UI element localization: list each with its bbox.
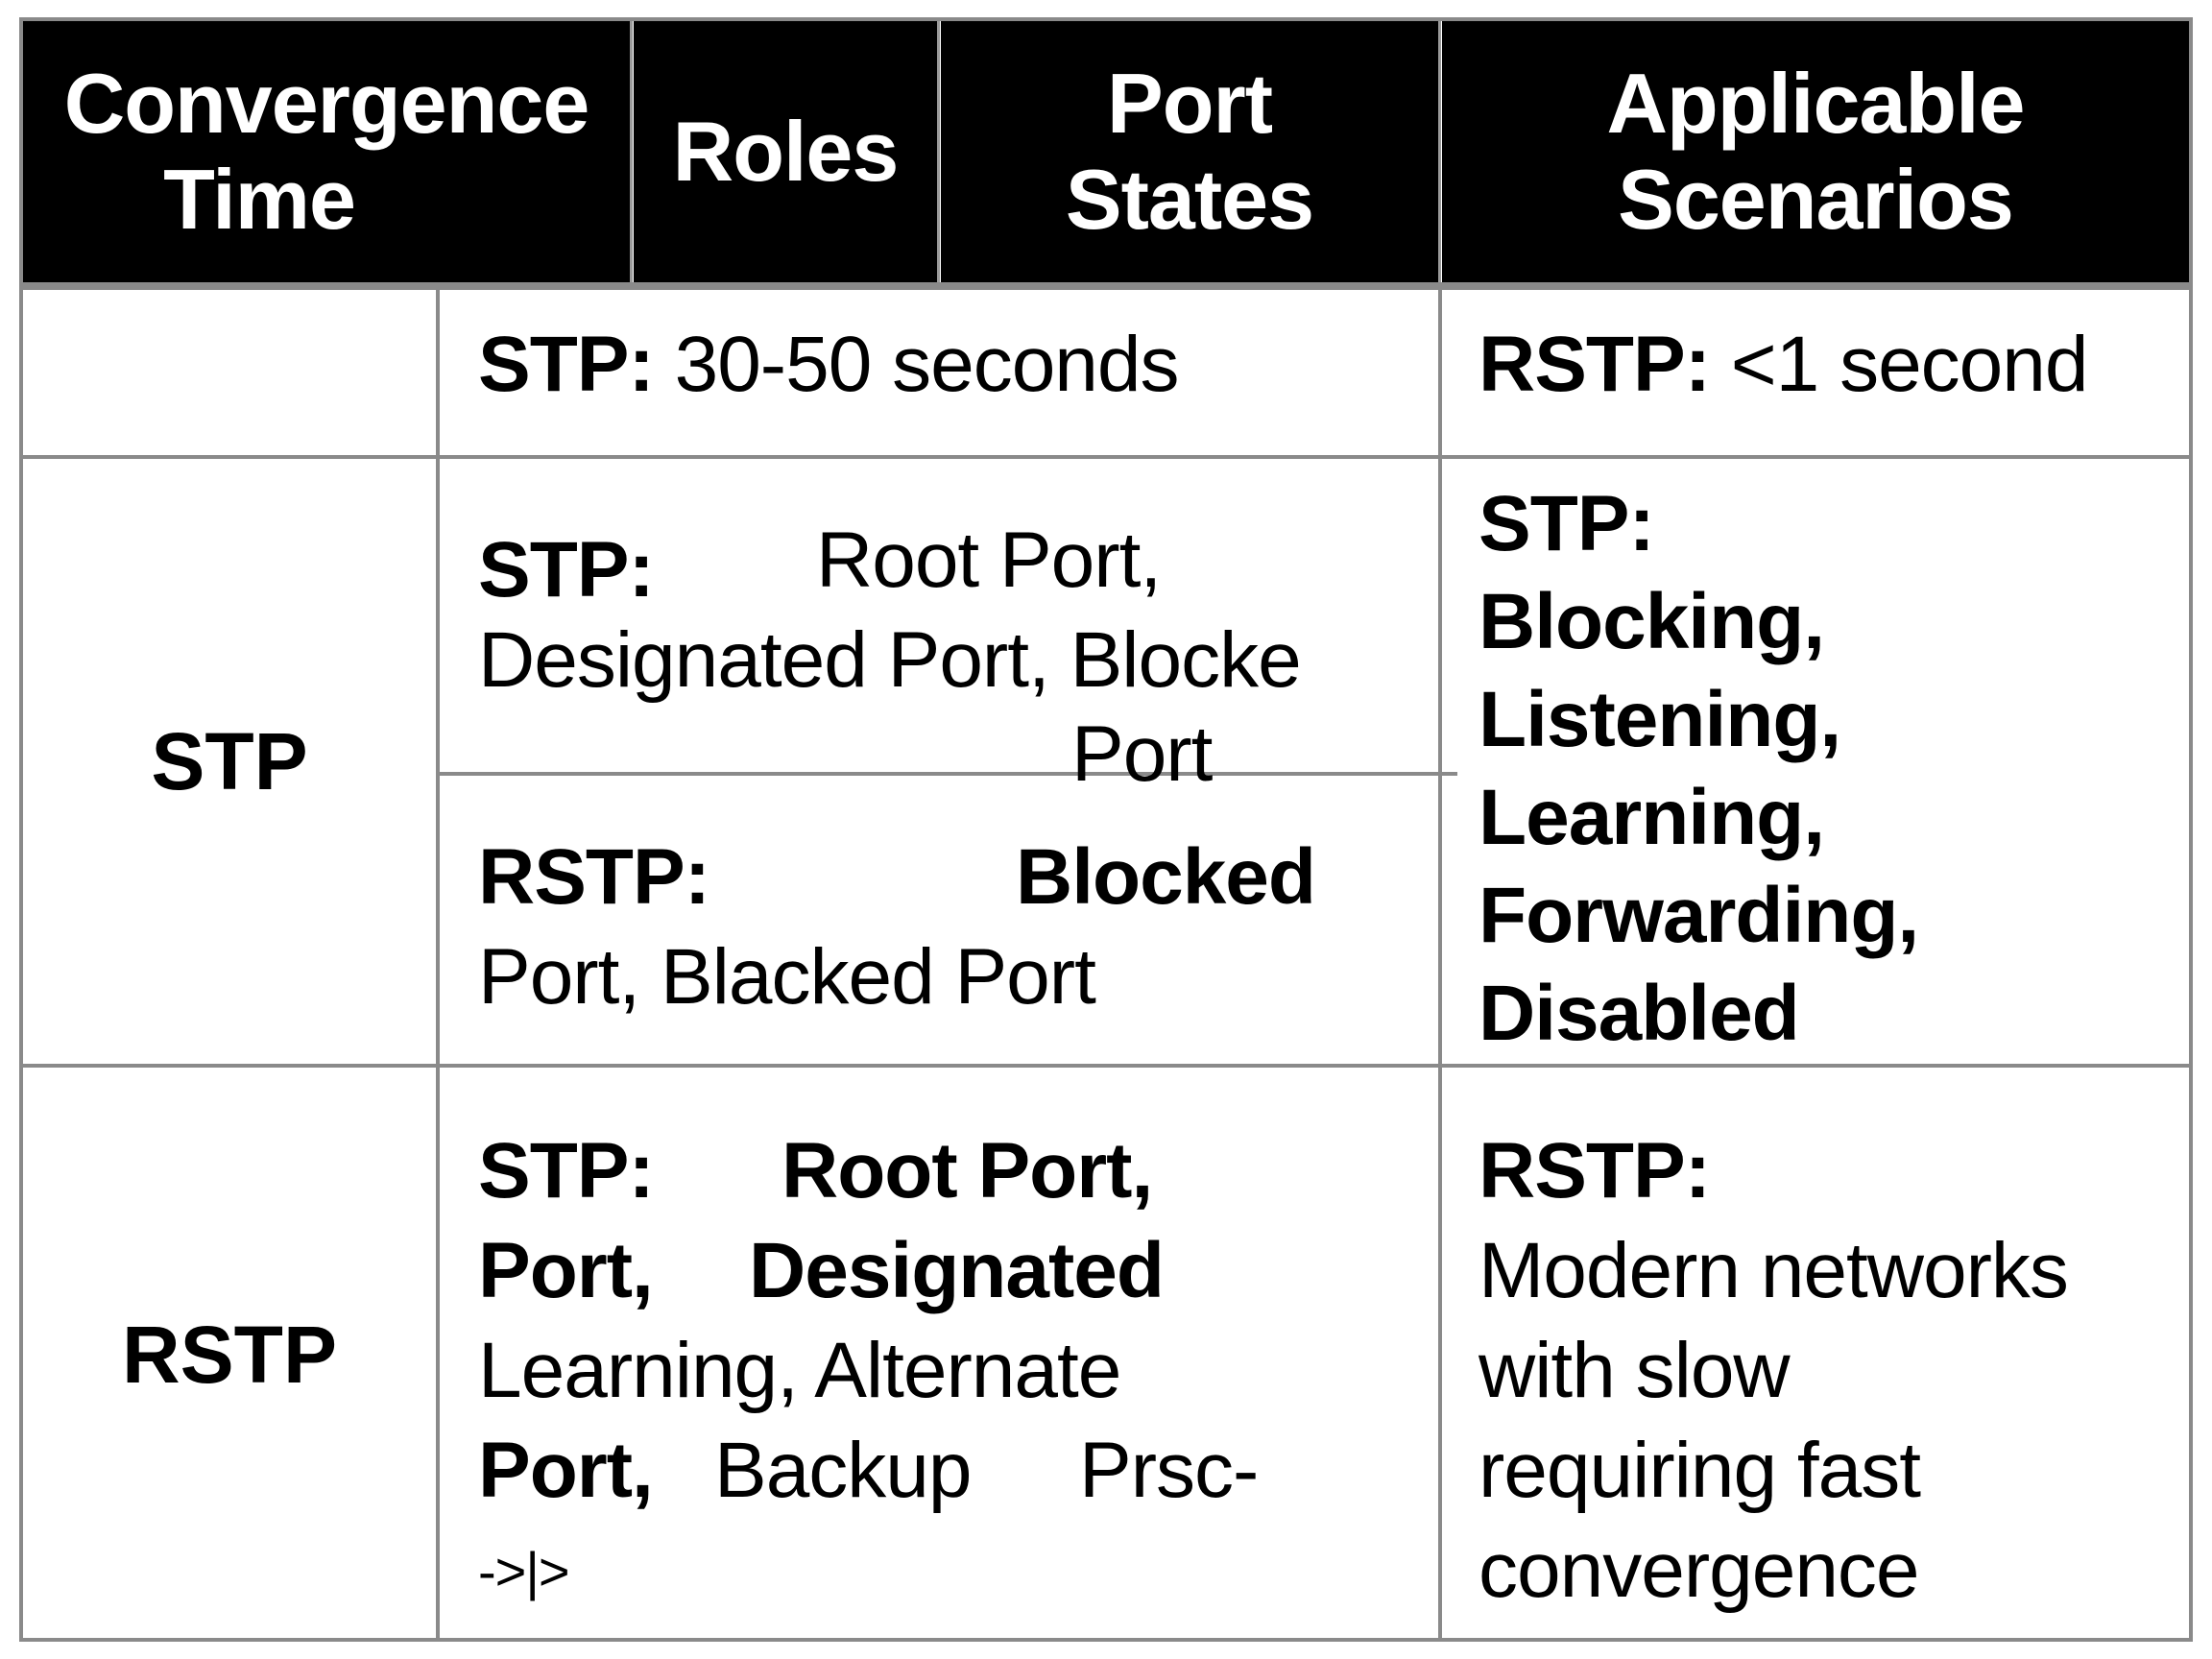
header-separator <box>937 21 940 282</box>
rstp-roles-garbled: Prsc- <box>1079 1427 1259 1514</box>
rstp-roles-bold4: Port, <box>478 1427 654 1514</box>
grid-line <box>23 455 2189 459</box>
header-convergence-time: Convergence Time <box>23 21 630 282</box>
row-label-stp-text: STP <box>151 715 308 806</box>
stp-state-item: Disabled <box>1479 970 1800 1057</box>
stp-states-label: STP: <box>1479 480 1655 567</box>
rstp-roles-bold2b: Designated <box>749 1227 1165 1314</box>
convergence-stp: STP: 30-50 seconds <box>478 315 1180 415</box>
rstp-scen-line: convergence <box>1479 1527 1920 1614</box>
grid-line <box>23 1064 2189 1068</box>
comparison-table: Convergence Time Roles Port States Appli… <box>19 17 2193 1642</box>
stp-roles-line1: Root Port, <box>816 517 1162 604</box>
row-label-rstp: RSTP <box>23 1068 436 1642</box>
row-label-stp: STP <box>23 459 436 1064</box>
stp-state-item: Blocking, <box>1479 578 1825 665</box>
rstp-scen-line: Modern networks <box>1479 1227 2069 1314</box>
header-roles: Roles <box>634 21 937 282</box>
convergence-rstp: RSTP: <1 second <box>1479 315 2088 415</box>
rstp-roles-bold2a: Port, <box>478 1227 654 1314</box>
stp-roles-rstp-line2: Port, Blacked Port <box>478 933 1096 1021</box>
rstp-roles-line4: Backup <box>714 1427 973 1514</box>
header-roles-text: Roles <box>672 104 900 199</box>
convergence-rstp-label: RSTP: <box>1479 321 1711 408</box>
header-port-states-line1: Port <box>1107 56 1273 151</box>
convergence-stp-label: STP: <box>478 321 655 408</box>
rstp-scen-label: RSTP: <box>1479 1127 1711 1214</box>
rstp-scen-line: requiring fast <box>1479 1427 1921 1514</box>
header-separator <box>630 21 633 282</box>
header-separator <box>1438 21 1441 282</box>
grid-line <box>1438 290 1442 1642</box>
stp-state-item: Listening, <box>1479 676 1841 763</box>
stp-roles-line3: Port <box>1071 710 1213 798</box>
rstp-scen-line: with slow <box>1479 1327 1791 1414</box>
rstp-roles-bold1: Root Port, <box>781 1127 1153 1214</box>
stp-roles-rstp-label: RSTP: <box>478 833 710 921</box>
convergence-stp-value: 30-50 seconds <box>674 321 1180 408</box>
grid-line <box>436 290 440 1642</box>
header-applicable-scenarios: Applicable Scenarios <box>1442 21 2189 282</box>
rstp-roles-line5: ->|> <box>478 1541 570 1601</box>
grid-line <box>438 772 1457 776</box>
header-convergence-line1: Convergence <box>63 56 590 151</box>
stp-roles-line2: Designated Port, Blocke <box>478 616 1302 704</box>
stp-state-item: Learning, <box>1479 774 1825 861</box>
header-port-states: Port States <box>941 21 1438 282</box>
stp-state-item: Forwarding, <box>1479 872 1919 959</box>
header-port-states-line2: States <box>1065 152 1314 247</box>
header-scenarios-line2: Scenarios <box>1618 152 2014 247</box>
header-scenarios-line1: Applicable <box>1606 56 2026 151</box>
rstp-roles-line3: Learning, Alternate <box>478 1327 1121 1414</box>
stp-roles-rstp-bold: Blocked <box>1016 833 1316 921</box>
convergence-rstp-value: <1 second <box>1730 321 2089 408</box>
stp-roles-stp-label: STP: <box>478 526 655 613</box>
header-convergence-line2: Time <box>163 152 356 247</box>
rstp-roles-stp-label: STP: <box>478 1127 655 1214</box>
grid-line <box>23 282 2189 290</box>
row-label-rstp-text: RSTP <box>121 1309 338 1400</box>
